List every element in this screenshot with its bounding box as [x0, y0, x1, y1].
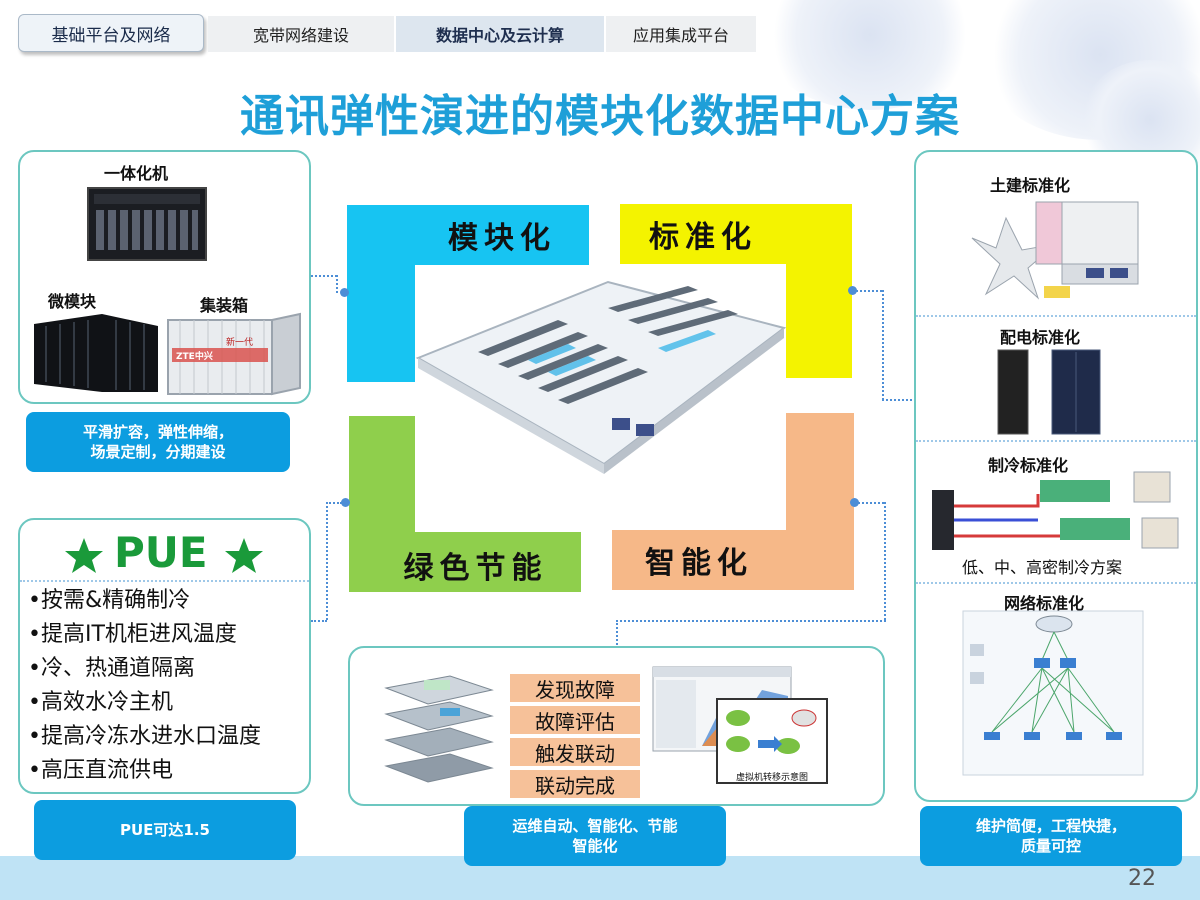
- connector: [882, 290, 884, 400]
- connector-dot: [340, 288, 349, 297]
- smart-label: 智能化: [645, 546, 753, 581]
- step-evaluate-fault: 故障评估: [510, 706, 640, 734]
- modular-block-horizontal: [347, 205, 589, 265]
- network-standard-title: 网络标准化: [1004, 594, 1085, 613]
- network-topology-image: [962, 610, 1144, 776]
- connector: [858, 502, 884, 504]
- pue-item: •高压直流供电: [28, 758, 173, 783]
- power-standard-title: 配电标准化: [1000, 328, 1081, 347]
- pue-item: •高效水冷主机: [28, 690, 173, 715]
- connector: [311, 275, 337, 277]
- civil-standard-title: 土建标准化: [990, 176, 1071, 195]
- pue-item: •按需&精确制冷: [28, 588, 191, 613]
- page-title: 通讯弹性演进的模块化数据中心方案: [240, 91, 960, 142]
- modular-label: 模块化: [448, 221, 556, 256]
- vm-caption: 虚拟机转移示意图: [735, 773, 808, 783]
- power-cabinet-image: [997, 349, 1101, 435]
- connector: [616, 620, 618, 648]
- pue-panel: [18, 518, 311, 794]
- pue-item: •提高冷冻水进水口温度: [28, 724, 261, 749]
- container-brand: ZTE中兴: [176, 352, 213, 362]
- page-number: 22: [1128, 866, 1156, 891]
- standard-label: 标准化: [649, 220, 757, 255]
- section-divider: [916, 440, 1196, 442]
- green-label: 绿色节能: [403, 551, 548, 586]
- cooling-note: 低、中、高密制冷方案: [962, 558, 1123, 577]
- cooling-system-image: [932, 471, 1179, 550]
- operations-label: 运维自动、智能化、节能 智能化: [464, 806, 726, 866]
- rack-server-image: [87, 187, 207, 261]
- item-integrated-cabinet: 一体化机: [104, 164, 169, 183]
- step-trigger-linkage: 触发联动: [510, 738, 640, 766]
- green-block-horizontal: [349, 532, 581, 592]
- maintenance-label: 维护简便，工程快捷， 质量可控: [920, 806, 1182, 866]
- scalability-label: 平滑扩容，弹性伸缩， 场景定制，分期建设: [26, 412, 290, 472]
- connector-dot: [850, 498, 859, 507]
- step-linkage-complete: 联动完成: [510, 770, 640, 798]
- connector-dot: [341, 498, 350, 507]
- pue-divider: [20, 580, 309, 582]
- micro-module-image: [34, 314, 158, 392]
- connector: [882, 399, 916, 401]
- item-container: 集装箱: [200, 296, 249, 315]
- connector: [616, 620, 886, 622]
- vm-migration-diagram: [716, 698, 828, 784]
- connector-dot: [848, 286, 857, 295]
- pue-heading: PUE: [114, 528, 208, 577]
- datacenter-illustration: [415, 280, 787, 474]
- connector: [336, 275, 338, 293]
- layered-architecture-image: [384, 675, 494, 783]
- floor-plan-image: [971, 201, 1139, 300]
- connector: [311, 620, 327, 622]
- item-micro-module: 微模块: [48, 292, 97, 311]
- star-icon: [65, 538, 103, 573]
- section-divider: [916, 315, 1196, 317]
- pue-item: •冷、热通道隔离: [28, 656, 195, 681]
- smart-block-horizontal: [612, 530, 854, 590]
- step-discover-fault: 发现故障: [510, 674, 640, 702]
- standard-block-vertical: [786, 204, 852, 378]
- section-button[interactable]: 基础平台及网络: [18, 14, 204, 52]
- tab-app-integration[interactable]: 应用集成平台: [606, 16, 756, 52]
- cooling-standard-title: 制冷标准化: [988, 456, 1069, 475]
- pue-item: •提高IT机柜进风温度: [28, 622, 237, 647]
- star-icon: [225, 538, 263, 573]
- tab-datacenter[interactable]: 数据中心及云计算: [396, 16, 604, 52]
- section-divider: [916, 582, 1196, 584]
- connector: [326, 502, 342, 504]
- container-image: [167, 312, 301, 396]
- pue-list: •按需&精确制冷 •提高IT机柜进风温度 •冷、热通道隔离 •高效水冷主机 •提…: [28, 584, 261, 788]
- pue-label: PUE可达1.5: [34, 800, 296, 860]
- container-text: 新一代: [226, 338, 254, 348]
- connector: [884, 502, 886, 620]
- tab-broadband[interactable]: 宽带网络建设: [208, 16, 394, 52]
- connector: [856, 290, 882, 292]
- connector: [326, 502, 328, 620]
